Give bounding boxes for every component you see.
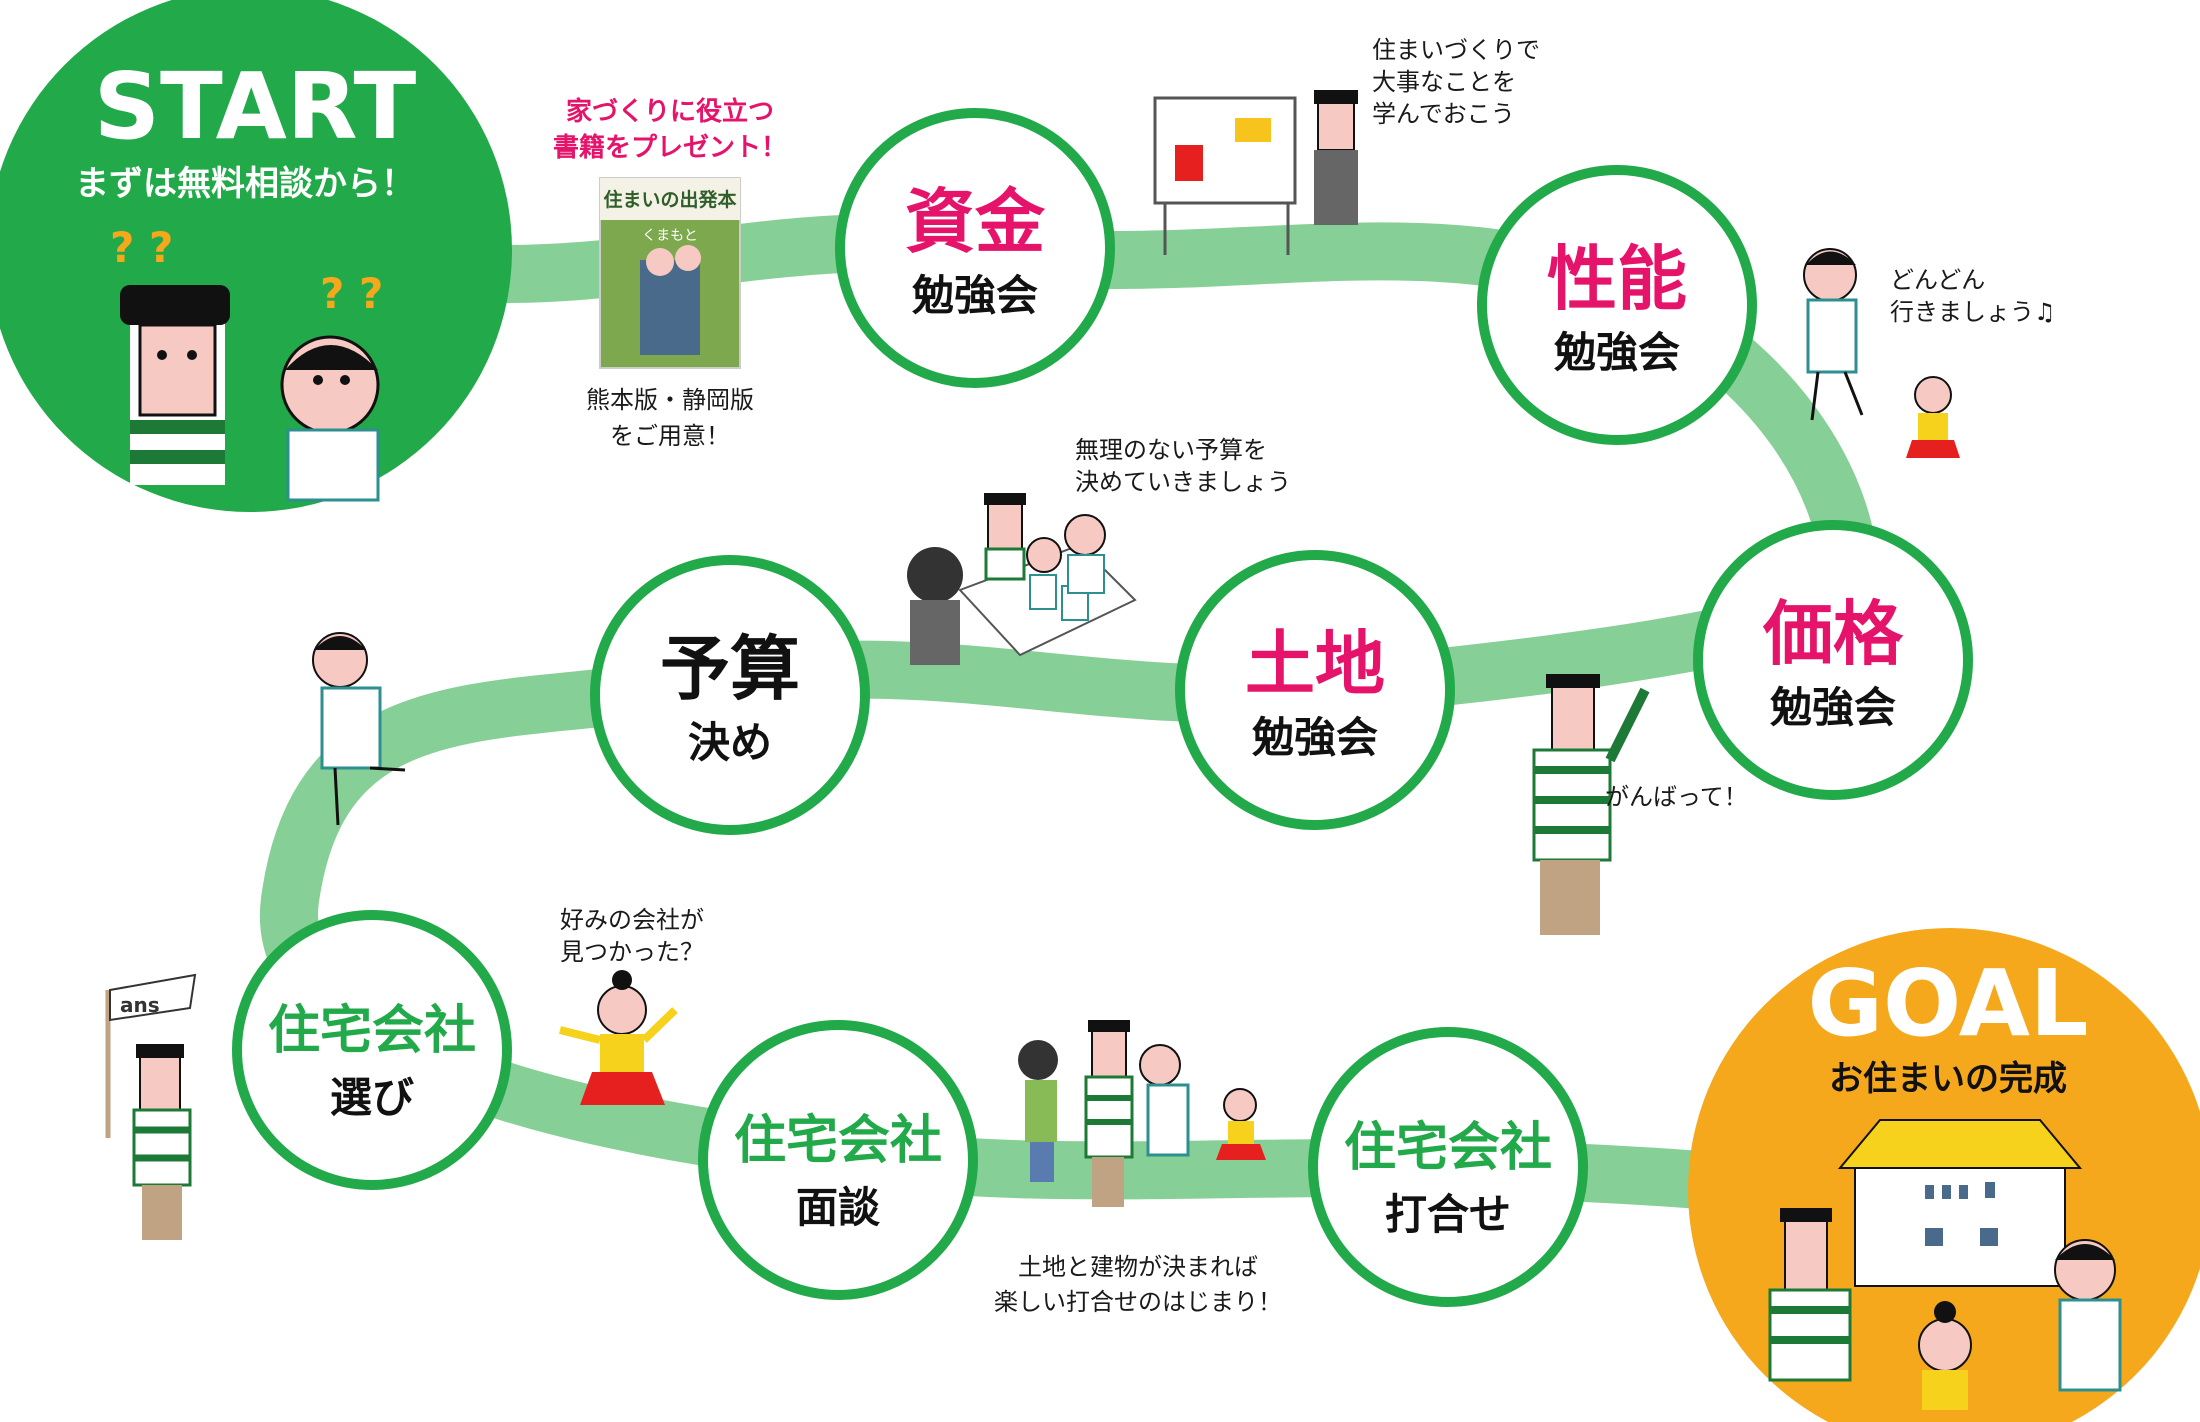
step-title: 住宅会社 bbox=[268, 1001, 476, 1061]
step-subtitle: 打合せ bbox=[1385, 1190, 1511, 1239]
caption-budget-1: 無理のない予算を bbox=[1075, 436, 1267, 464]
step-title: 予算 bbox=[660, 628, 800, 710]
step-subtitle: 勉強会 bbox=[1554, 328, 1680, 377]
step-title: 性能 bbox=[1547, 238, 1687, 320]
man-illustration: ? ? bbox=[110, 223, 230, 485]
book-editions-line2: をご用意！ bbox=[610, 422, 730, 450]
family-goal-illustration bbox=[1768, 1208, 2122, 1410]
svg-text:? ?: ? ? bbox=[110, 223, 173, 272]
goal-node: GOAL お住まいの完成 bbox=[1688, 928, 2200, 1422]
flag-text: ans bbox=[120, 993, 160, 1017]
step-title: 土地 bbox=[1245, 623, 1385, 705]
house-illustration bbox=[1837, 1119, 2083, 1287]
step-subtitle: 選び bbox=[330, 1073, 414, 1122]
start-title: START bbox=[94, 53, 417, 160]
goal-title: GOAL bbox=[1807, 950, 2088, 1057]
step-subtitle: 勉強会 bbox=[1252, 713, 1378, 762]
book-promo-line2: 書籍をプレゼント！ bbox=[553, 132, 787, 163]
caption-learn-3: 学んでおこう bbox=[1372, 100, 1515, 128]
step-circle bbox=[1308, 1027, 1588, 1307]
start-subtitle: まずは無料相談から！ bbox=[75, 164, 415, 204]
caption-go-1: どんどん bbox=[1890, 266, 1985, 294]
flag-man-illustration: ans bbox=[105, 973, 197, 1240]
woman-illustration: ? ? bbox=[280, 269, 383, 502]
book-cover-title: 住まいの出発本 bbox=[603, 188, 736, 211]
step-circle bbox=[590, 555, 870, 835]
book-cover-sub: くまもと bbox=[642, 228, 698, 244]
book-editions-line1: 熊本版・静岡版 bbox=[586, 386, 754, 414]
step-circle bbox=[698, 1020, 978, 1300]
step-title: 住宅会社 bbox=[734, 1111, 942, 1171]
book-promo-line1: 家づくりに役立つ bbox=[566, 96, 774, 127]
step-subtitle: 決め bbox=[688, 718, 772, 767]
cheering-man-illustration bbox=[1532, 674, 1650, 935]
step-subtitle: 勉強会 bbox=[912, 271, 1038, 320]
step-title: 価格 bbox=[1762, 593, 1904, 675]
start-node: START まずは無料相談から！ ? ? ? ? bbox=[0, 0, 512, 512]
step-circle bbox=[835, 108, 1115, 388]
step-circle bbox=[1477, 165, 1757, 445]
step-circle bbox=[1693, 520, 1973, 800]
step-subtitle: 面談 bbox=[796, 1183, 880, 1232]
running-woman-illustration bbox=[312, 632, 406, 826]
steps-layer: 資金勉強会性能勉強会価格勉強会土地勉強会予算決め住宅会社選び住宅会社面談住宅会社… bbox=[232, 108, 1973, 1307]
step-title: 住宅会社 bbox=[1344, 1118, 1552, 1178]
step-title: 資金 bbox=[905, 181, 1046, 263]
caption-learn-1: 住まいづくりで bbox=[1372, 36, 1540, 64]
family-walking-illustration bbox=[1018, 1020, 1266, 1207]
step-subtitle: 勉強会 bbox=[1770, 683, 1896, 732]
book-promo: 家づくりに役立つ 書籍をプレゼント！ 住まいの出発本 くまもと 熊本版・静岡版 … bbox=[553, 96, 787, 450]
caption-learn-2: 大事なことを bbox=[1372, 68, 1516, 96]
caption-found-1: 好みの会社が bbox=[560, 906, 704, 934]
goal-subtitle: お住まいの完成 bbox=[1829, 1059, 2067, 1099]
budget-meeting-illustration bbox=[907, 493, 1137, 665]
caption-budget-2: 決めていきましょう bbox=[1075, 468, 1291, 496]
svg-text:? ?: ? ? bbox=[320, 269, 383, 318]
step-circle bbox=[232, 910, 512, 1190]
step-circle bbox=[1175, 550, 1455, 830]
caption-meeting-1: 土地と建物が決まれば bbox=[1018, 1253, 1258, 1281]
child-illustration bbox=[1906, 376, 1960, 458]
presenter-illustration bbox=[1153, 90, 1358, 255]
walking-woman-illustration bbox=[1803, 248, 1864, 421]
jumping-girl-illustration bbox=[559, 970, 678, 1105]
caption-meeting-2: 楽しい打合せのはじまり！ bbox=[994, 1288, 1282, 1316]
caption-cheer: がんばって！ bbox=[1605, 783, 1748, 811]
caption-go-2: 行きましょう♫ bbox=[1890, 298, 2056, 326]
caption-found-2: 見つかった？ bbox=[560, 938, 704, 966]
